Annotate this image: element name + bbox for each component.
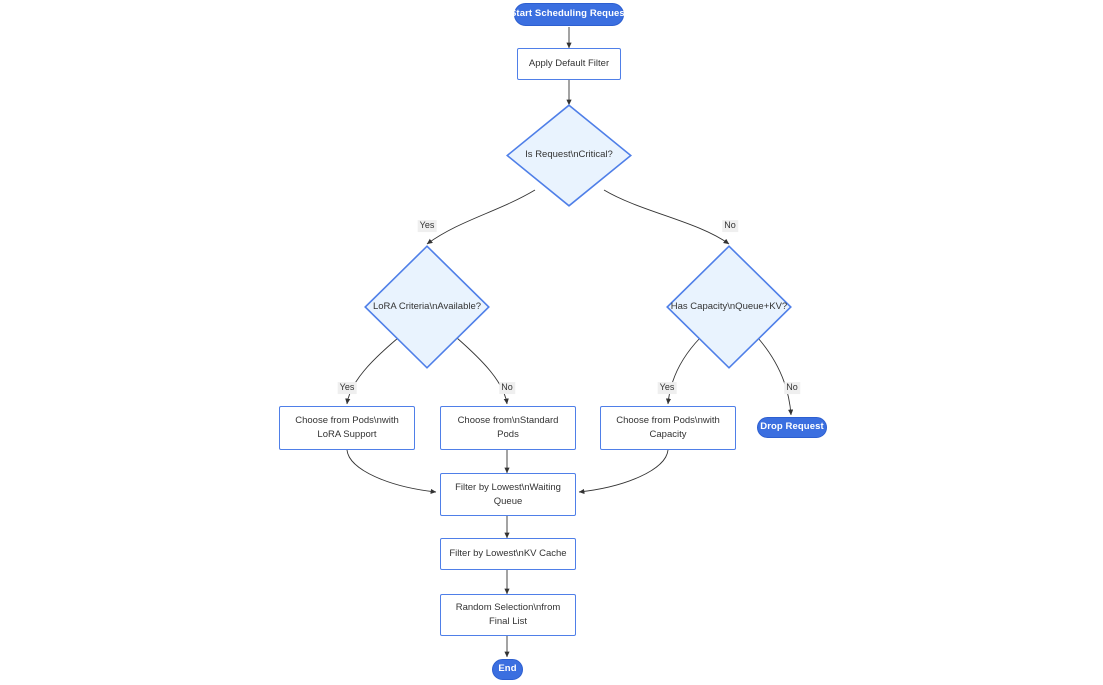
node-filter-kv-cache[interactable]: Filter by Lowest\nKV Cache [440, 538, 576, 570]
node-choose-lora-pods[interactable]: Choose from Pods\nwith LoRA Support [279, 406, 415, 450]
node-end[interactable]: End [492, 659, 523, 680]
edge-label-capacity-no: No [784, 382, 800, 394]
node-label-filter-waiting-queue-line1: Filter by Lowest\nWaiting [455, 481, 561, 493]
node-filter-waiting-queue[interactable]: Filter by Lowest\nWaiting Queue [440, 473, 576, 516]
node-random-selection[interactable]: Random Selection\nfrom Final List [440, 594, 576, 636]
edge-label-lora-no: No [499, 382, 515, 394]
node-choose-standard-pods[interactable]: Choose from\nStandard Pods [440, 406, 576, 450]
edge-capacity-pods-to-waiting-queue [578, 449, 669, 494]
edge-label-critical-no: No [722, 220, 738, 232]
node-start[interactable]: Start Scheduling Request [510, 3, 628, 26]
edge-capacity-yes-to-capacity-pods [665, 337, 701, 405]
diamond-shape-critical [506, 104, 632, 207]
edge-label-critical-yes: Yes [417, 220, 437, 232]
edge-critical-yes-to-lora [426, 189, 536, 245]
node-label-choose-standard-pods-line2: Pods [497, 429, 519, 440]
node-label-has-capacity: Has Capacity\nQueue+KV? [670, 300, 788, 312]
node-has-capacity[interactable]: Has Capacity\nQueue+KV? [666, 245, 792, 369]
node-lora-criteria-available[interactable]: LoRA Criteria\nAvailable? [364, 245, 490, 369]
node-is-request-critical[interactable]: Is Request\nCritical? [506, 104, 632, 207]
diamond-shape-capacity [666, 245, 792, 369]
edge-lora-yes-to-lora-pods [345, 337, 399, 405]
edge-lora-pods-to-waiting-queue [346, 449, 437, 494]
node-choose-capacity-pods[interactable]: Choose from Pods\nwith Capacity [600, 406, 736, 450]
edge-label-lora-yes: Yes [337, 382, 357, 394]
node-drop-request[interactable]: Drop Request [757, 417, 827, 438]
edge-label-capacity-yes: Yes [657, 382, 677, 394]
edge-capacity-no-to-drop [757, 337, 794, 416]
diamond-shape-lora [364, 245, 490, 369]
node-label-is-request-critical: Is Request\nCritical? [525, 149, 613, 161]
node-label-choose-capacity-pods-line1: Choose from Pods\nwith [616, 415, 720, 427]
node-label-random-selection-line1: Random Selection\nfrom [455, 602, 561, 614]
node-label-choose-capacity-pods-line2: Capacity [649, 429, 687, 440]
edge-lora-no-to-standard-pods [456, 337, 509, 405]
node-label-lora-criteria-available: LoRA Criteria\nAvailable? [372, 300, 482, 312]
node-label-random-selection-line2: Final List [488, 616, 527, 627]
edge-critical-no-to-capacity [603, 189, 730, 245]
node-label-filter-waiting-queue-line2: Queue [493, 495, 523, 507]
node-apply-default-filter[interactable]: Apply Default Filter [517, 48, 621, 80]
node-label-choose-lora-pods-line1: Choose from Pods\nwith [295, 415, 399, 427]
node-label-choose-standard-pods-line1: Choose from\nStandard [457, 415, 559, 427]
node-label-choose-lora-pods-line2: LoRA Support [317, 429, 377, 440]
